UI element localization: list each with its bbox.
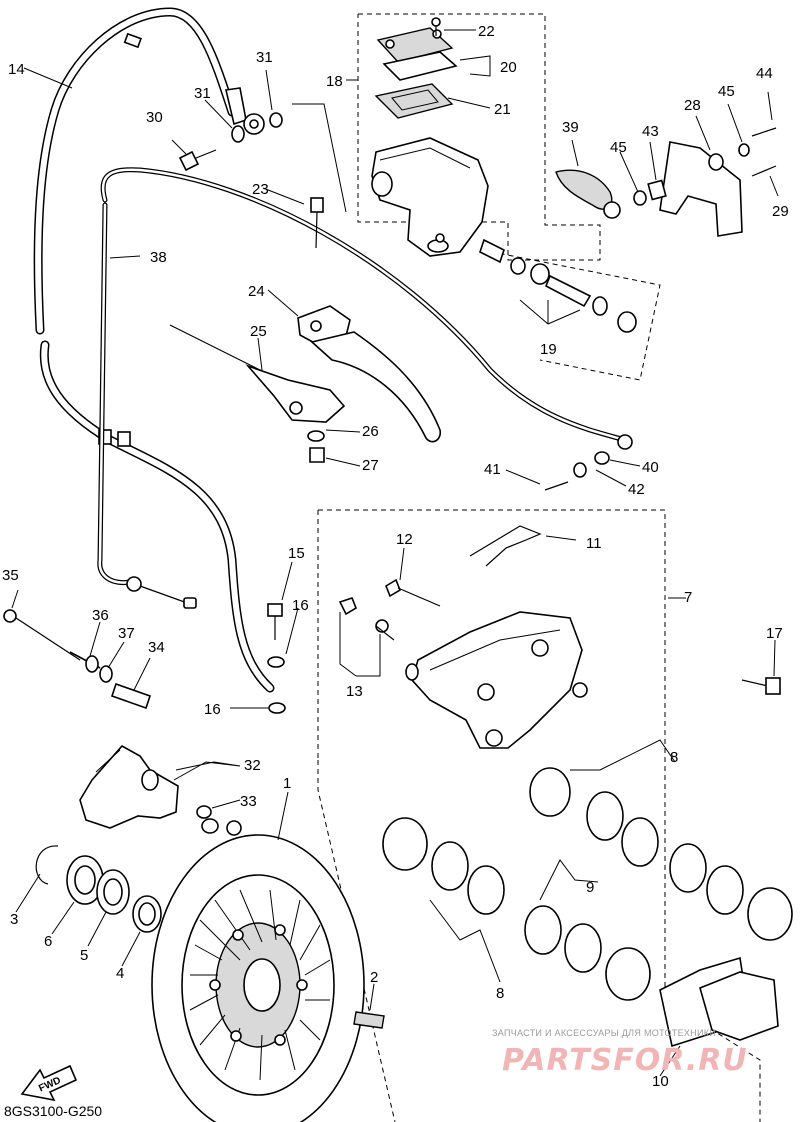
nut-26-27 [307, 430, 325, 463]
callout-42: 42 [628, 481, 645, 498]
callout-43: 43 [642, 123, 659, 140]
callout-13: 13 [346, 683, 363, 700]
key-2 [353, 1011, 385, 1029]
brake-lever [297, 305, 442, 443]
callout-20: 20 [500, 59, 517, 76]
bolt-41-washer-42 [544, 451, 610, 491]
callout-19: 19 [540, 341, 557, 358]
callout-2: 2 [370, 969, 378, 986]
callout-40: 40 [642, 459, 659, 476]
callout-4: 4 [116, 965, 124, 982]
callout-21: 21 [494, 101, 511, 118]
bearing-4 [132, 895, 162, 933]
bleeder-13 [338, 597, 395, 641]
pin-12 [385, 578, 441, 607]
callout-14: 14 [8, 61, 25, 78]
collar-34 [110, 682, 152, 710]
caliper-body [405, 611, 588, 749]
callout-29: 29 [772, 203, 789, 220]
footrest-lever-39 [555, 169, 621, 219]
bracket-32 [79, 744, 179, 829]
callout-23: 23 [252, 181, 269, 198]
callout-24: 24 [248, 283, 265, 300]
lever-bolt-23 [310, 197, 324, 249]
callout-11: 11 [586, 535, 602, 552]
callout-3: 3 [10, 911, 18, 928]
callout-34: 34 [148, 639, 165, 656]
callout-5: 5 [80, 947, 88, 964]
callout-22: 22 [478, 23, 495, 40]
callout-39: 39 [562, 119, 579, 136]
callout-9: 9 [586, 879, 594, 896]
brake-pads-10 [659, 956, 779, 1048]
callout-6: 6 [44, 933, 52, 950]
callout-18: 18 [326, 73, 343, 90]
brake-cable [97, 167, 633, 609]
callout-37: 37 [118, 625, 135, 642]
pistons-8-lower [382, 817, 651, 1001]
callout-38: 38 [150, 249, 167, 266]
callout-35: 35 [2, 567, 19, 584]
master-cylinder-body [371, 137, 489, 257]
nuts-33 [196, 805, 242, 836]
watermark-tagline: ЗАПЧАСТИ И АКСЕССУАРЫ ДЛЯ МОТОТЕХНИКИ [492, 1028, 716, 1038]
circlip-3 [35, 845, 59, 885]
callout-28: 28 [684, 97, 701, 114]
callout-8-lower: 8 [496, 985, 504, 1002]
callout-30: 30 [146, 109, 163, 126]
callout-25: 25 [250, 323, 267, 340]
screw-22 [431, 17, 441, 36]
callout-31-right: 31 [256, 49, 273, 66]
callout-16-upper: 16 [292, 597, 309, 614]
reservoir-diaphragm [374, 83, 454, 119]
bolt-15-washers-16 [267, 603, 286, 714]
bolt-35-spring-36 [3, 609, 113, 683]
brake-disc-1 [151, 834, 365, 1122]
bolt-17 [741, 677, 781, 695]
callout-31-left: 31 [194, 85, 211, 102]
callout-12: 12 [396, 531, 413, 548]
master-cylinder-cap [376, 27, 458, 81]
seal-6 [66, 855, 104, 905]
watermark-logo: PARTSFOR.RU [502, 1043, 748, 1078]
callout-33: 33 [240, 793, 257, 810]
callout-7: 7 [684, 589, 692, 606]
piston-kit [479, 238, 637, 333]
pistons-8-upper [529, 767, 793, 941]
seals-9-lower [431, 841, 602, 973]
brake-hose-upper [33, 7, 275, 693]
fwd-arrow-icon: FWD [20, 1064, 78, 1102]
callout-labels: 1 2 3 4 5 6 7 8 8 9 10 11 12 13 14 15 16… [2, 23, 789, 1090]
callout-45-right: 45 [718, 83, 735, 100]
lever-holder-25 [169, 324, 346, 423]
seals-9-upper [586, 791, 744, 915]
callout-15: 15 [288, 545, 305, 562]
leader-lines [11, 29, 779, 1077]
bracket-28 [633, 127, 777, 237]
callout-8-upper: 8 [670, 749, 678, 766]
callout-17: 17 [766, 625, 783, 642]
pad-spring-11 [469, 525, 542, 567]
callout-26: 26 [362, 423, 379, 440]
callout-36: 36 [92, 607, 109, 624]
callout-41: 41 [484, 461, 501, 478]
spacer-5 [96, 869, 130, 915]
bolt-30-washer-31 [178, 112, 283, 172]
callout-45-left: 45 [610, 139, 627, 156]
diagram-code: 8GS3100-G250 [4, 1103, 102, 1119]
lever-assembly-outline [481, 249, 661, 381]
callout-44: 44 [756, 65, 773, 82]
master-cylinder-group-outline [357, 13, 601, 261]
callout-1: 1 [283, 775, 291, 792]
callout-16-lower: 16 [204, 701, 221, 718]
callout-27: 27 [362, 457, 379, 474]
callout-32: 32 [244, 757, 261, 774]
callout-10: 10 [652, 1073, 669, 1090]
